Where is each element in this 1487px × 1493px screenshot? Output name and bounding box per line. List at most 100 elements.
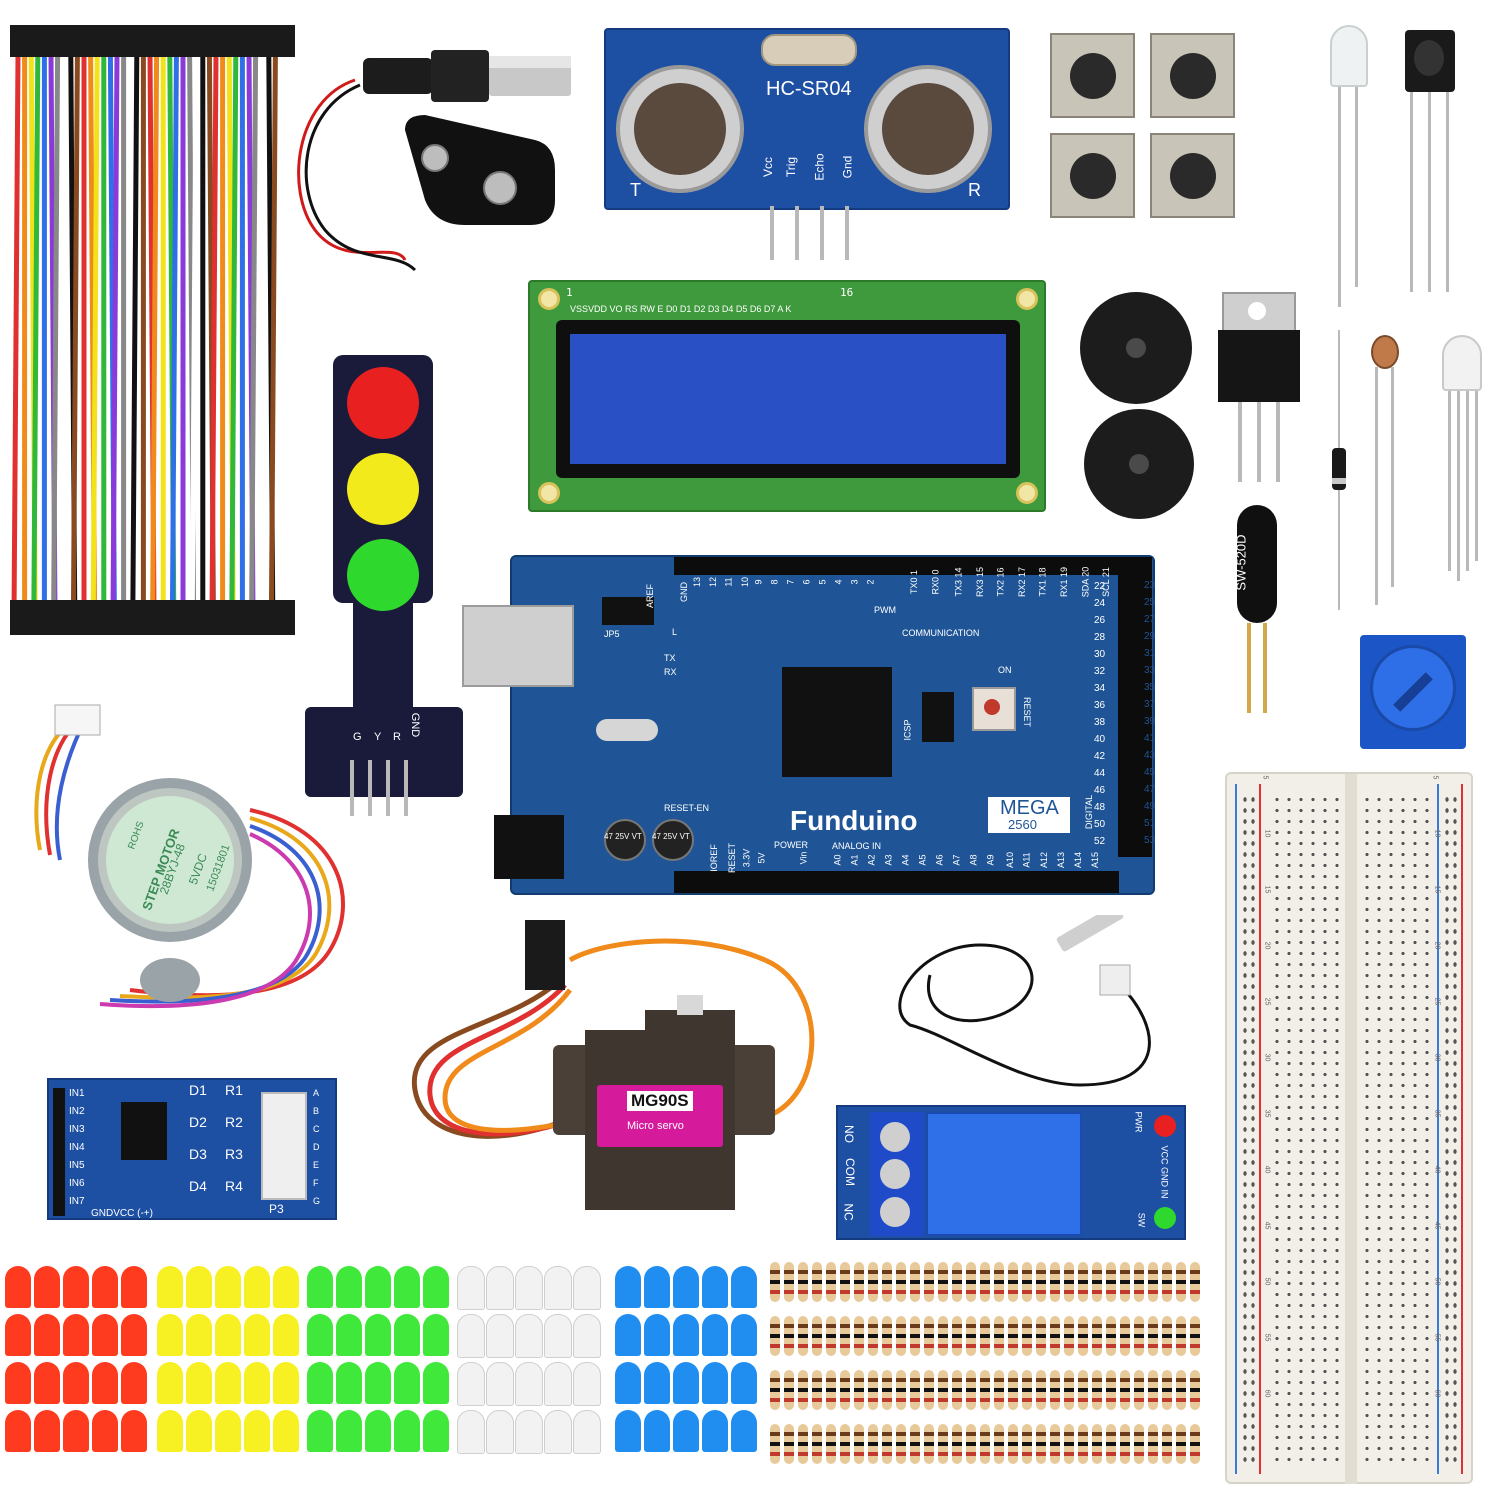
white-led-icon bbox=[515, 1314, 543, 1358]
lcd-display: 1 16 VSSVDD VO RS RW E D0 D1 D2 D3 D4 D5… bbox=[528, 280, 1046, 512]
resistor-icon bbox=[1106, 1424, 1116, 1464]
traffic-pin-y: Y bbox=[374, 731, 382, 743]
ir-led-icon bbox=[1325, 25, 1375, 315]
resistor-icon bbox=[826, 1424, 836, 1464]
resistor-icon bbox=[1148, 1424, 1158, 1464]
resistor-icon bbox=[1120, 1316, 1130, 1356]
blue-led-icon bbox=[731, 1314, 757, 1356]
resistor-icon bbox=[826, 1316, 836, 1356]
mega-pwm-pin: 7 bbox=[785, 579, 796, 585]
red-led-icon bbox=[5, 1314, 31, 1356]
resistor-icon bbox=[840, 1370, 850, 1410]
resistor-icon bbox=[938, 1424, 948, 1464]
driver-input-label: IN1 bbox=[69, 1088, 85, 1099]
yellow-led-icon bbox=[215, 1362, 241, 1404]
breadboard-row-number: 35 bbox=[1433, 1109, 1441, 1118]
mega-digital-pin: 28 bbox=[1094, 632, 1106, 643]
white-led-icon bbox=[486, 1266, 514, 1310]
yellow-led-icon bbox=[273, 1410, 299, 1452]
mega-digital-pin: 36 bbox=[1094, 700, 1106, 711]
resistor-icon bbox=[1106, 1262, 1116, 1302]
resistor-icon bbox=[1022, 1424, 1032, 1464]
resistor-icon bbox=[1148, 1370, 1158, 1410]
resistor-icon bbox=[1008, 1370, 1018, 1410]
red-led-icon bbox=[34, 1362, 60, 1404]
resistor-icon bbox=[896, 1262, 906, 1302]
breadboard-row-number: 20 bbox=[1263, 941, 1271, 950]
mega-pwm-pin: 9 bbox=[753, 579, 764, 585]
resistor-icon bbox=[784, 1316, 794, 1356]
yellow-led-icon bbox=[157, 1266, 183, 1308]
mega-digital-pin: 22 bbox=[1094, 581, 1106, 592]
resistor-icon bbox=[896, 1370, 906, 1410]
resistor-icon bbox=[980, 1370, 990, 1410]
resistor-icon bbox=[1120, 1370, 1130, 1410]
usb-b-port bbox=[462, 605, 574, 687]
red-led-icon bbox=[34, 1410, 60, 1452]
blue-led-icon bbox=[702, 1314, 728, 1356]
resistor-icon bbox=[1190, 1316, 1200, 1356]
resistor-icon bbox=[1134, 1370, 1144, 1410]
mega-vin-label: Vin bbox=[798, 851, 809, 865]
mega-digital-pin: 30 bbox=[1094, 649, 1106, 660]
resistor-icon bbox=[840, 1316, 850, 1356]
mega-digital-pin: 50 bbox=[1094, 819, 1106, 830]
resistor-icon bbox=[1176, 1262, 1186, 1302]
mega-digital-pin: 41 bbox=[1144, 733, 1156, 744]
resistor-icon bbox=[1064, 1316, 1074, 1356]
relay-module: NO COM NC PWR VCC GND IN SW bbox=[836, 1105, 1186, 1240]
traffic-pin-r: R bbox=[393, 731, 401, 743]
resistor-icon bbox=[1050, 1424, 1060, 1464]
resistor-icon bbox=[770, 1424, 780, 1464]
red-led-icon bbox=[92, 1314, 118, 1356]
resistor-icon bbox=[770, 1262, 780, 1302]
resistor-icon bbox=[980, 1424, 990, 1464]
resistor-icon bbox=[826, 1370, 836, 1410]
red-led-icon bbox=[5, 1362, 31, 1404]
mega-digital-pin: 29 bbox=[1144, 631, 1156, 642]
resistor-icon bbox=[1078, 1424, 1088, 1464]
mega-pwm-pin: 12 bbox=[708, 576, 719, 588]
mega-analog-pin: A7 bbox=[951, 854, 962, 866]
tilt-switch: SW-520D bbox=[1234, 505, 1285, 715]
breadboard-row-number: 55 bbox=[1433, 1333, 1441, 1342]
mega-aref-label: AREF bbox=[645, 583, 656, 609]
mega-pwm-pin: 8 bbox=[769, 579, 780, 585]
yellow-led-icon bbox=[215, 1410, 241, 1452]
resistor-icon bbox=[1176, 1316, 1186, 1356]
mega-pwm-pin: 5 bbox=[817, 579, 828, 585]
resistor-icon bbox=[1050, 1316, 1060, 1356]
resistor-icon bbox=[966, 1370, 976, 1410]
white-led-icon bbox=[573, 1362, 601, 1406]
mega-analog-label: ANALOG IN bbox=[832, 841, 882, 851]
blue-led-icon bbox=[615, 1314, 641, 1356]
resistor-icon bbox=[840, 1424, 850, 1464]
mega-digital-pin: 24 bbox=[1094, 598, 1106, 609]
resistor-icon bbox=[770, 1262, 1210, 1492]
resistor-icon bbox=[966, 1316, 976, 1356]
resistor-icon bbox=[1106, 1316, 1116, 1356]
resistor-icon bbox=[882, 1262, 892, 1302]
traffic-pin-g: G bbox=[353, 731, 362, 743]
green-led-icon bbox=[394, 1314, 420, 1356]
mega-tx-label: TX bbox=[664, 653, 676, 663]
mega-33v-label: 3.3V bbox=[741, 848, 752, 868]
resistor-icon bbox=[784, 1262, 794, 1302]
yellow-led-icon bbox=[273, 1362, 299, 1404]
breadboard-row-number: 10 bbox=[1433, 829, 1441, 838]
breadboard-row-number: 15 bbox=[1433, 885, 1441, 894]
stepper-motor: ROHS STEP MOTOR 28BYJ-48 5VDC 15031801 bbox=[10, 700, 360, 1020]
mega-5v-label: 5V bbox=[756, 852, 767, 864]
relay-terminal-com: COM bbox=[843, 1158, 857, 1186]
resistor-icon bbox=[1148, 1262, 1158, 1302]
breadboard-row-number: 45 bbox=[1433, 1221, 1441, 1230]
driver-output-label: B bbox=[313, 1106, 320, 1116]
mega-digital-pin: 51 bbox=[1144, 818, 1156, 829]
potentiometer-icon[interactable] bbox=[1360, 635, 1466, 749]
resistor-icon bbox=[812, 1262, 822, 1302]
white-led-icon bbox=[544, 1266, 572, 1310]
mega-analog-pin: A15 bbox=[1090, 851, 1101, 869]
breadboard-row-number: 30 bbox=[1433, 1053, 1441, 1062]
resistor-icon bbox=[1190, 1424, 1200, 1464]
